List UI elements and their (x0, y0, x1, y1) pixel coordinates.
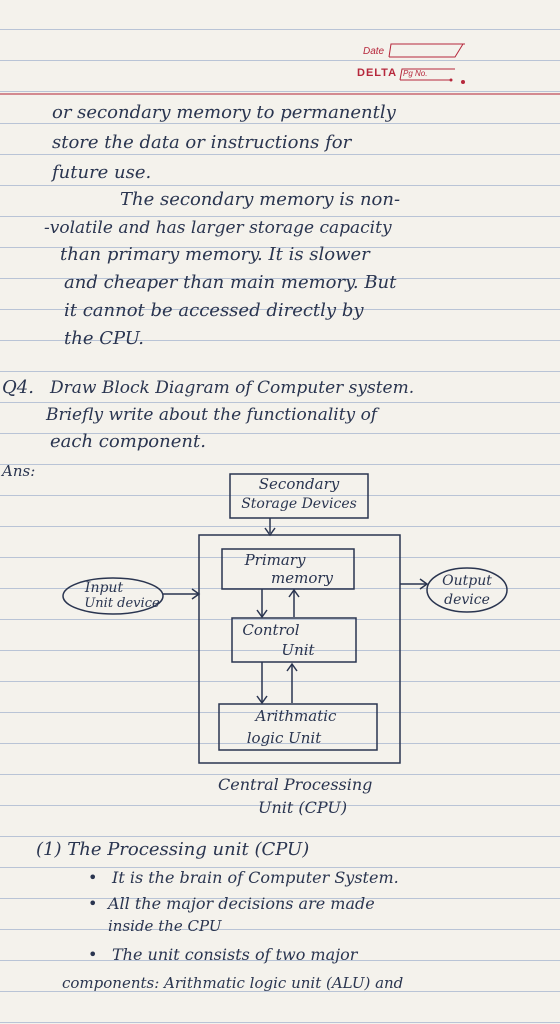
brand-label: DELTA (357, 67, 398, 79)
top-margin-line (0, 93, 560, 95)
bullet-item-continued: components: Arithmatic logic unit (ALU) … (62, 974, 404, 992)
bullet-item: All the major decisions are made (108, 894, 375, 913)
primary-memory-label-2: memory (271, 569, 333, 587)
control-unit-label-1: Control (242, 621, 300, 639)
answer-label: Ans: (2, 462, 36, 480)
primary-memory-label-1: Primary (244, 551, 306, 569)
header-lines (388, 43, 465, 84)
alu-label-2: logic Unit (246, 729, 322, 747)
question-number: Q4. (2, 377, 34, 398)
text-line: The secondary memory is non- (120, 189, 401, 210)
question-line: Briefly write about the functionality of (46, 405, 378, 425)
bullet-marker: • (88, 894, 98, 913)
secondary-storage-label-2: Storage Devices (241, 496, 357, 512)
text-line: -volatile and has larger storage capacit… (44, 218, 392, 238)
bullet-item: It is the brain of Computer System. (112, 868, 399, 887)
output-label-1: Output (442, 573, 492, 589)
bullet-item: The unit consists of two major (112, 945, 358, 964)
text-line: store the data or instructions for (52, 132, 352, 153)
cpu-caption-2: Unit (CPU) (258, 798, 348, 817)
output-label-2: device (444, 592, 490, 608)
primary-memory-box (221, 548, 355, 590)
output-device-ellipse (426, 567, 508, 613)
control-unit-box (231, 617, 357, 663)
text-line: or secondary memory to permanently (52, 102, 396, 123)
secondary-storage-label-1: Secondary (258, 475, 340, 493)
question-line: Draw Block Diagram of Computer system. (50, 378, 415, 398)
input-label-1: Input (84, 580, 124, 596)
cpu-caption-1: Central Processing (218, 775, 373, 794)
input-device-ellipse (62, 577, 164, 615)
bullet-item-continued: inside the CPU (108, 917, 222, 935)
control-unit-label-2: Unit (281, 641, 315, 659)
question-line: each component. (50, 431, 206, 452)
text-line: than primary memory. It is slower (60, 244, 370, 265)
bullet-marker: • (88, 945, 98, 964)
text-line: the CPU. (64, 328, 145, 349)
cpu-box (198, 534, 401, 764)
date-label: Date (363, 46, 385, 57)
bullet-marker: • (88, 868, 98, 887)
page-number-label: Pg No. (403, 69, 428, 78)
section-heading: (1) The Processing unit (CPU) (36, 839, 310, 860)
text-line: it cannot be accessed directly by (64, 300, 364, 321)
alu-box (218, 703, 378, 751)
text-line: and cheaper than main memory. But (64, 272, 397, 293)
secondary-storage-box (229, 473, 369, 519)
alu-label-1: Arithmatic (255, 707, 337, 725)
input-label-2: Unit device (84, 596, 160, 611)
text-line: future use. (52, 162, 152, 183)
